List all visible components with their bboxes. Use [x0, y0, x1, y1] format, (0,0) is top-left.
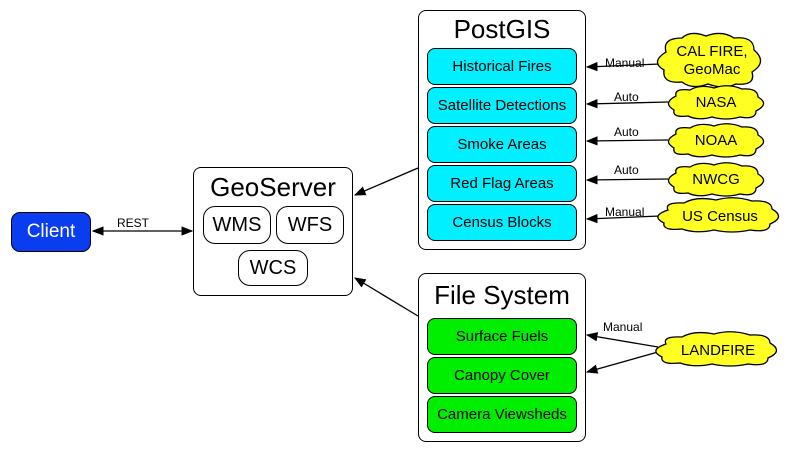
- layer-surface-fuels[interactable]: Surface Fuels: [427, 318, 577, 355]
- layer-smoke-areas[interactable]: Smoke Areas: [427, 126, 577, 163]
- postgis-container: PostGIS Historical Fires Satellite Detec…: [418, 10, 586, 250]
- method-label-landfire: Manual: [603, 320, 643, 334]
- source-nasa: NASA: [695, 94, 737, 111]
- source-edge-landfire-fuels: [585, 332, 659, 348]
- layer-census-blocks[interactable]: Census Blocks: [427, 204, 577, 241]
- source-calfire: CAL FIRE, GeoMac: [676, 43, 748, 78]
- source-edge-nasa: [585, 99, 669, 109]
- source-edge-landfire-canopy: [585, 351, 659, 374]
- method-label-census: Manual: [605, 205, 645, 219]
- service-wfs[interactable]: WFS: [276, 206, 344, 244]
- method-label-nwcg: Auto: [614, 163, 639, 177]
- cloud-nasa-icon: [667, 85, 765, 120]
- connectors: [91, 61, 669, 374]
- layer-red-flag-areas[interactable]: Red Flag Areas: [427, 165, 577, 202]
- source-edge-calfire: [585, 61, 661, 72]
- method-label-noaa: Auto: [614, 125, 639, 139]
- service-wcs[interactable]: WCS: [238, 250, 308, 286]
- cloud-noaa-icon: [667, 123, 765, 158]
- layer-camera-viewsheds[interactable]: Camera Viewsheds: [427, 396, 577, 433]
- layer-canopy-cover[interactable]: Canopy Cover: [427, 357, 577, 394]
- postgis-title: PostGIS: [453, 14, 551, 44]
- cloud-landfire-icon: [655, 331, 778, 367]
- filesystem-geoserver-edge: [353, 277, 419, 317]
- method-label-nasa: Auto: [614, 90, 639, 104]
- rest-label: REST: [117, 216, 150, 230]
- source-landfire: LANDFIRE: [680, 342, 756, 359]
- method-label-calfire: Manual: [605, 56, 645, 70]
- source-clouds: [655, 32, 780, 367]
- filesystem-title: File System: [434, 280, 570, 310]
- source-nwcg: NWCG: [692, 171, 740, 188]
- source-noaa: NOAA: [694, 132, 738, 149]
- source-edge-nwcg: [585, 175, 669, 185]
- source-edge-census: [585, 213, 661, 224]
- postgis-geoserver-edge: [353, 167, 419, 196]
- cloud-nwcg-icon: [667, 162, 765, 197]
- service-wms[interactable]: WMS: [203, 206, 271, 244]
- geoserver-title: GeoServer: [210, 172, 336, 202]
- layer-satellite-detections[interactable]: Satellite Detections: [427, 87, 577, 124]
- filesystem-container: File System Surface Fuels Canopy Cover C…: [418, 273, 586, 442]
- layer-historical-fires[interactable]: Historical Fires: [427, 48, 577, 85]
- cloud-census-icon: [657, 197, 780, 233]
- source-edge-noaa: [585, 136, 669, 146]
- source-census: US Census: [682, 208, 758, 225]
- client-node[interactable]: Client: [11, 212, 91, 252]
- geoserver-container: GeoServer WMS WFS WCS: [193, 167, 353, 296]
- cloud-calfire-icon: [656, 32, 762, 88]
